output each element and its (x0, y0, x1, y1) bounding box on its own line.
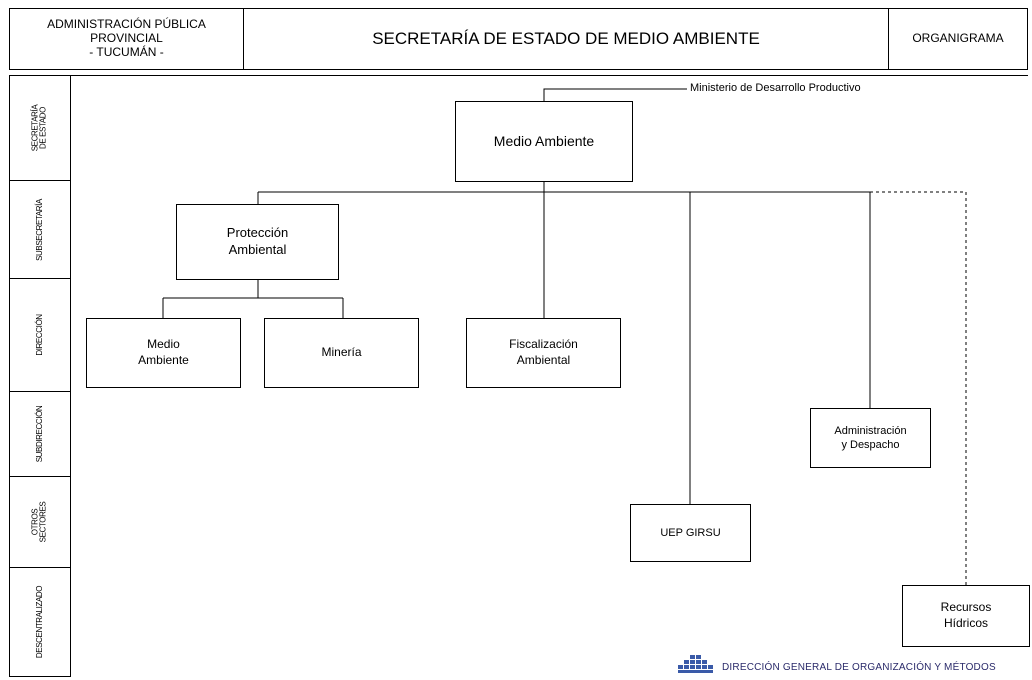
node-recursos-label: Recursos Hídricos (940, 600, 992, 630)
footer-text: DIRECCIÓN GENERAL DE ORGANIZACIÓN Y MÉTO… (722, 662, 996, 673)
node-root-medio-ambiente: Medio Ambiente (455, 101, 633, 182)
node-uep-label: UEP GIRSU (660, 526, 721, 539)
node-medio-ambiente-direccion: Medio Ambiente (86, 318, 241, 388)
header-organigrama-box: ORGANIGRAMA (888, 8, 1028, 70)
header-admin-box: ADMINISTRACIÓN PÚBLICA PROVINCIAL - TUCU… (9, 8, 244, 70)
header-title-box: SECRETARÍA DE ESTADO DE MEDIO AMBIENTE (243, 8, 889, 70)
node-proteccion-label: Protección Ambiental (226, 225, 289, 257)
connector-recursos-dashed (870, 191, 967, 586)
header-admin-text: ADMINISTRACIÓN PÚBLICA PROVINCIAL - TUCU… (47, 17, 206, 59)
chart-area (70, 75, 1028, 677)
page-title: SECRETARÍA DE ESTADO DE MEDIO AMBIENTE (372, 29, 760, 49)
node-proteccion-ambiental: Protección Ambiental (176, 204, 339, 280)
level-secretaria: SECRETARÍA DE ESTADO (9, 75, 71, 181)
node-administracion-despacho: Administración y Despacho (810, 408, 931, 468)
level-subsecretaria: SUBSECRETARÍA (9, 180, 71, 279)
node-root-label: Medio Ambiente (493, 133, 595, 150)
footer: DIRECCIÓN GENERAL DE ORGANIZACIÓN Y MÉTO… (678, 655, 996, 680)
level-descentralizado: DESCENTRALIZADO (9, 567, 71, 677)
level-otros-sectores: OTROS SECTORES (9, 476, 71, 568)
node-uep-girsu: UEP GIRSU (630, 504, 751, 562)
node-mineria: Minería (264, 318, 419, 388)
node-medio-ambiente-direccion-label: Medio Ambiente (138, 337, 189, 367)
ministry-label: Ministerio de Desarrollo Productivo (690, 82, 861, 94)
level-direccion: DIRECCIÓN (9, 278, 71, 392)
node-mineria-label: Minería (321, 345, 362, 360)
node-fiscalizacion-ambiental: Fiscalización Ambiental (466, 318, 621, 388)
connector-ministry (543, 88, 687, 102)
node-administracion-label: Administración y Despacho (834, 424, 907, 451)
level-subdireccion: SUBDIRECCIÓN (9, 391, 71, 477)
dgom-logo-icon (678, 655, 714, 680)
node-fiscalizacion-label: Fiscalización Ambiental (509, 337, 578, 367)
header-organigrama-text: ORGANIGRAMA (912, 31, 1004, 46)
node-recursos-hidricos: Recursos Hídricos (902, 585, 1030, 647)
